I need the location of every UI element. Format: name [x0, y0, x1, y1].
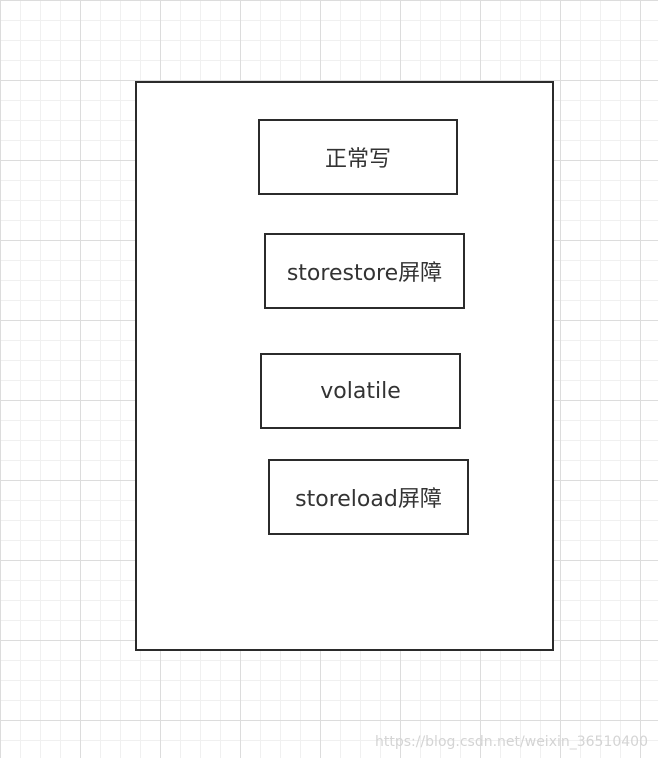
node-storeload-barrier-label: storeload屏障	[295, 487, 442, 512]
watermark-text: https://blog.csdn.net/weixin_36510400	[374, 734, 648, 750]
node-storestore-barrier-label: storestore屏障	[286, 261, 443, 286]
node-volatile[interactable]: volatile	[260, 353, 461, 429]
node-normal-write-label: 正常写	[324, 147, 391, 172]
node-storestore-barrier[interactable]: storestore屏障	[264, 233, 465, 309]
node-storeload-barrier[interactable]: storeload屏障	[268, 459, 469, 535]
node-normal-write[interactable]: 正常写	[258, 119, 458, 195]
node-volatile-label: volatile	[320, 378, 401, 404]
